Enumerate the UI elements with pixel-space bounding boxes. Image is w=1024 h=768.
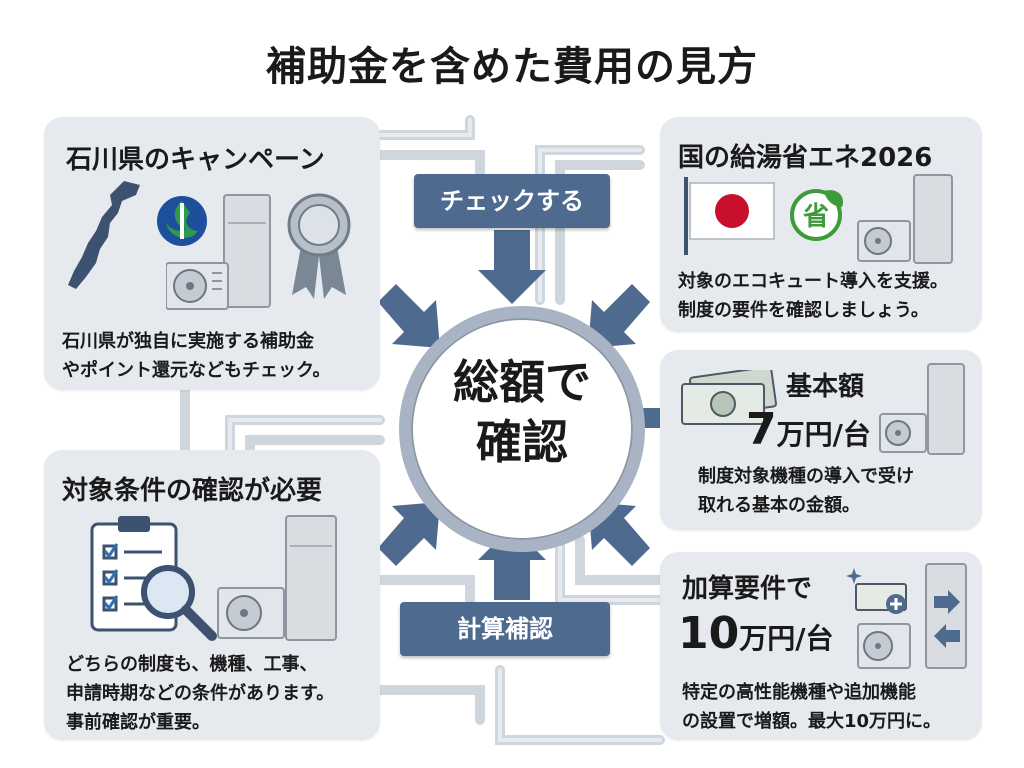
ishikawa-map-icon <box>68 181 140 289</box>
award-ribbon-icon <box>287 193 351 299</box>
page-title: 補助金を含めた費用の見方 <box>266 44 758 90</box>
arrow-lower-left <box>378 502 440 566</box>
banner-check: チェックする <box>414 174 610 228</box>
amount-number: 7 <box>746 404 777 455</box>
japan-flag-icon <box>684 177 775 255</box>
amount-unit: 万円/台 <box>739 622 834 655</box>
card-text: やポイント還元などもチェック。 <box>62 360 331 381</box>
card-text: の設置で増額。最大10万円に。 <box>682 711 942 732</box>
card-title: 石川県のキャンペーン <box>66 145 325 175</box>
card-text: 特定の高性能機種や追加機能 <box>682 682 916 703</box>
card-national: 国の給湯省エネ2026 省 対象のエコキュート導入を支援。 制度の要件を確認しま… <box>660 117 982 332</box>
heat-pump-unit-icon <box>857 174 953 264</box>
center-line: 確認 <box>476 415 568 469</box>
prefecture-emblem-icon <box>157 196 207 246</box>
arrow-upper-left <box>378 284 440 348</box>
heat-pump-unit-icon <box>879 363 965 455</box>
card-title: 対象条件の確認が必要 <box>62 476 323 506</box>
additional-amount-value: 10万円/台 <box>678 608 833 659</box>
heat-pump-unit-icon <box>857 563 967 669</box>
card-conditions: 対象条件の確認が必要 どちらの制度も、機種、工事、 申請時期などの条件があります… <box>44 450 380 740</box>
eco-saving-icon: 省 <box>790 189 844 241</box>
card-text: 申請時期などの条件があります。 <box>66 683 335 704</box>
arrow-top <box>478 230 546 304</box>
card-text: 石川県が独自に実施する補助金 <box>62 331 314 352</box>
heat-pump-unit-icon <box>217 515 337 641</box>
card-text: 制度の要件を確認しましょう。 <box>678 300 929 321</box>
amount-unit: 万円/台 <box>776 418 871 451</box>
banknote-icon <box>681 370 777 425</box>
center-label: 総額で 確認 <box>420 352 624 472</box>
svg-text:省: 省 <box>802 202 829 232</box>
pipe-segment <box>375 115 475 140</box>
center-line: 総額で <box>453 355 591 409</box>
card-text: どちらの制度も、機種、工事、 <box>66 654 318 675</box>
card-additional-amount: 加算要件で 10万円/台 特定の高性能機種や追加機能 の設置で増額。最大10万円… <box>660 552 982 740</box>
card-title: 基本額 <box>786 372 865 402</box>
card-base-amount: 基本額 7万円/台 制度対象機種の導入で受け 取れる基本の金額。 <box>660 350 982 530</box>
card-text: 取れる基本の金額。 <box>698 495 860 516</box>
magnifier-icon <box>141 565 217 641</box>
card-text: 対象のエコキュート導入を支援。 <box>678 271 948 292</box>
card-ishikawa: 石川県のキャンペーン 石川県が独自に実施する補助金 やポイント還元などもチェック… <box>44 117 380 390</box>
base-amount-value: 7万円/台 <box>746 404 871 455</box>
card-title: 加算要件で <box>682 574 813 604</box>
banner-calculate: 計算補認 <box>400 602 610 656</box>
card-text: 事前確認が重要。 <box>66 712 210 733</box>
amount-number: 10 <box>678 608 740 659</box>
banknote-icon <box>846 568 907 614</box>
card-text: 制度対象機種の導入で受け <box>698 466 914 487</box>
arrow-upper-right <box>588 284 650 348</box>
heat-pump-unit-icon <box>166 194 271 310</box>
card-title: 国の給湯省エネ2026 <box>678 143 933 173</box>
